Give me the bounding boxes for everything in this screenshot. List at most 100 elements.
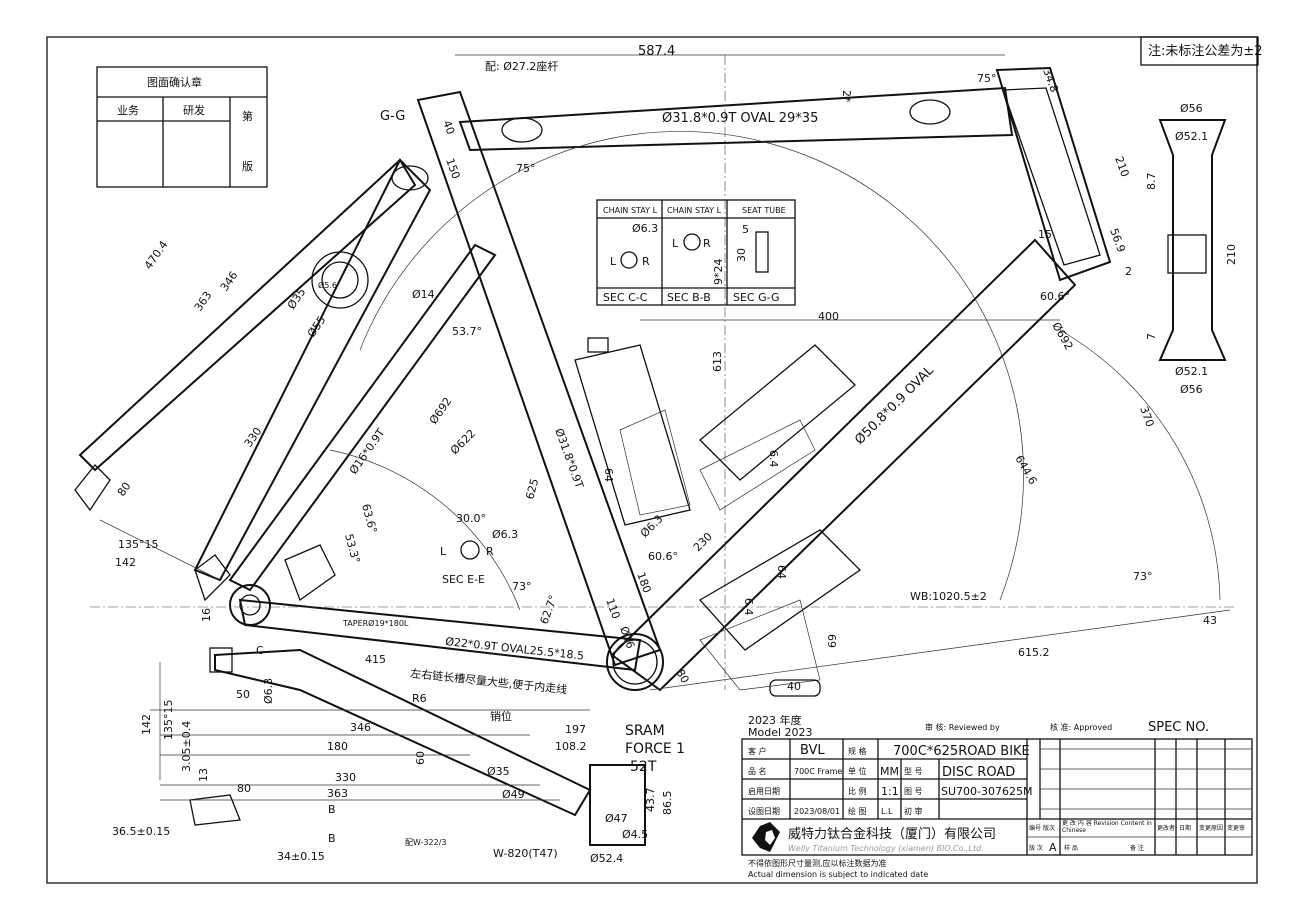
footnote-cn: 不得依图形尺寸量测,应以标注数据为准	[748, 858, 887, 868]
dim-label: R6	[412, 692, 427, 705]
l-mark: L	[672, 237, 679, 250]
dim-label: 230	[691, 530, 715, 554]
dim-label: 73°	[1133, 570, 1153, 583]
dim-label: 613	[711, 351, 724, 372]
dim-label: 330	[335, 771, 356, 784]
dim-label: 16	[200, 608, 213, 622]
chainring-model: FORCE 1	[625, 741, 685, 757]
dim-label: 75°	[516, 162, 536, 175]
footnote-en: Actual dimension is subject to indicated…	[748, 870, 928, 879]
dim-label: 40	[787, 680, 801, 693]
dim-label: 142	[115, 556, 136, 569]
spec-value: 700C*625ROAD BIKE	[893, 744, 1030, 759]
dim-label: Ø49	[502, 788, 525, 801]
hd-dim: 8.7	[1145, 173, 1158, 191]
dim-label: Ø16*0.9T	[347, 426, 388, 477]
dim-label: Ø4.5	[622, 828, 648, 841]
dim-label: 63.6°	[359, 502, 379, 534]
dim-label: 346	[350, 721, 371, 734]
version-label: 版 次	[1029, 844, 1043, 852]
head-tube	[995, 66, 1112, 282]
checked-by-label: 初 审	[904, 806, 923, 816]
hd-dim: Ø56	[1180, 102, 1203, 115]
bb-shell-view	[589, 764, 646, 846]
dim-label: 3.05±0.4	[180, 721, 193, 772]
dim-label: 2*	[840, 90, 853, 103]
dim-label: B	[328, 832, 336, 845]
dim-label: 43	[1203, 614, 1217, 627]
rev-header-content-cell: 更 改 内 容 Revision Content in Chinese	[1062, 820, 1152, 834]
scale-value: 1:1	[881, 785, 899, 798]
dim-label: TAPERØ19*180L	[342, 618, 409, 628]
seat-stay-2	[78, 158, 417, 472]
customer-label: 客 户	[748, 746, 767, 756]
spec-label: 规 格	[848, 746, 867, 756]
approved-by: 核 准: Approved	[1050, 722, 1112, 732]
drawing-border	[46, 36, 1258, 884]
gg-dim2: 30	[735, 248, 748, 262]
stamp-business: 业务	[117, 104, 139, 117]
stamp-rd: 研发	[183, 103, 205, 117]
dim-label: 415	[365, 653, 386, 666]
dim-label: 142	[140, 714, 153, 735]
dim-label: 50	[236, 688, 250, 701]
dim-label: 150	[443, 157, 462, 181]
spec-no: SPEC NO.	[1148, 720, 1209, 735]
dim-label: 69	[826, 634, 839, 648]
product-label: 品 名	[748, 766, 767, 776]
section-ee: 30.0° Ø6.3 L R SEC E-E	[440, 512, 518, 586]
dim-label: 40	[440, 119, 457, 137]
top-tube	[458, 86, 1014, 152]
chainring-teeth: 52T	[630, 759, 657, 775]
unit-label: 单 位	[848, 766, 867, 776]
section-header-gg: SEAT TUBE	[742, 206, 786, 215]
sec-bb-label: SEC B-B	[667, 291, 711, 304]
dim-label: 400	[818, 310, 839, 323]
product-value: 700C Frame	[794, 767, 842, 776]
dim-label: Ø31.8*0.9T	[552, 427, 586, 491]
dim-label: 53.7°	[452, 325, 482, 338]
rev-header: 版次	[1043, 824, 1055, 832]
dim-label: 180	[327, 740, 348, 753]
dim-label: 470.4	[142, 238, 171, 271]
dim-label: Ø22*0.9T OVAL25.5*18.5	[445, 635, 585, 662]
r-mark: R	[486, 545, 494, 558]
dim-label: 644.6	[1012, 453, 1039, 487]
section-header-bb: CHAIN STAY L	[667, 206, 722, 215]
hd-dim: 7	[1145, 333, 1158, 340]
confirmation-stamp-table: 图面确认章 业务 研发 第 版	[96, 66, 268, 188]
title-block: 2023 年度 Model 2023 审 核: Reviewed by 核 准:…	[741, 713, 1253, 879]
model-year: Model 2023	[748, 726, 813, 739]
rear-dropout	[229, 584, 271, 626]
hd-dim: Ø56	[1180, 383, 1203, 396]
dim-label: 110	[603, 597, 622, 621]
rev-header: 更改者	[1157, 824, 1175, 832]
hd-dim: 210	[1225, 244, 1238, 265]
rev-header: 更 改 内 容 Revision Content in Chinese	[1062, 820, 1152, 834]
r-mark: R	[642, 255, 650, 268]
dim-label: 80	[237, 782, 251, 795]
brake-mount	[284, 544, 336, 602]
dim-label: 135°15	[162, 700, 175, 741]
dim-label: 615.2	[1018, 646, 1050, 659]
sec-ee-label: SEC E-E	[442, 573, 485, 586]
chainring-brand: SRAM	[625, 723, 665, 739]
stamp-title: 图面确认章	[147, 75, 202, 89]
dim-label: 197	[565, 723, 586, 736]
dim-label: Ø35	[487, 765, 510, 778]
drawing-no-value: SU700-307625M	[941, 785, 1032, 798]
rev-header: 日期	[1179, 824, 1191, 832]
head-tube-detail: Ø56 Ø52.1 8.7 210 7 Ø52.1 Ø56	[1145, 102, 1238, 396]
dim-label: 43.7	[644, 788, 657, 813]
dim-label: 53.3°	[342, 532, 362, 564]
rev-header: 编号	[1029, 824, 1041, 832]
gg-dim1: 5	[742, 223, 749, 236]
company-name-en: Welly Titanium Technology (xiamen) BIO.C…	[788, 844, 984, 853]
bottle-1	[574, 344, 691, 526]
enable-date-label: 启用日期	[748, 786, 780, 796]
seat-stay-1	[193, 158, 432, 582]
dim-label: 56.9	[1107, 227, 1128, 254]
dim-label: 180	[634, 571, 653, 595]
scale-label: 比 例	[848, 786, 867, 796]
